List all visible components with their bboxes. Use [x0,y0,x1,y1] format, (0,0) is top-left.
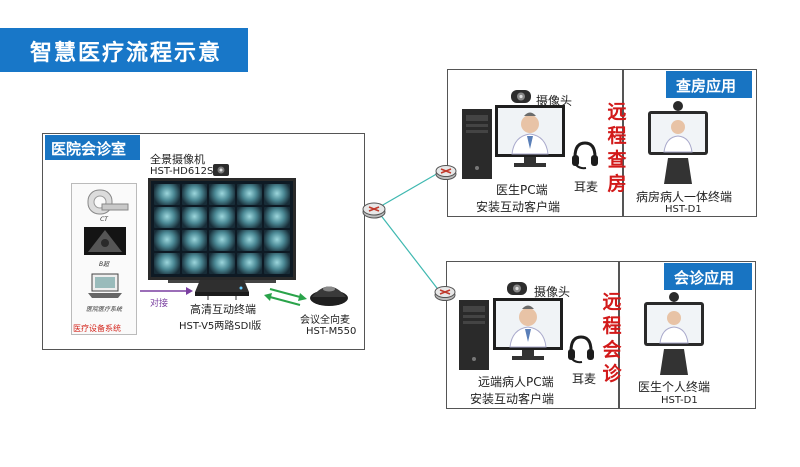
ward-terminal-model: HST-D1 [665,204,702,215]
panoramic-camera-model: HST-HD612S [150,166,214,177]
headset-icon [572,141,598,170]
ultrasound-label: B超 [98,261,110,268]
consultation-camera-label: 摄像头 [534,285,571,299]
ward-round-label: 查房应用 [666,71,752,98]
camera-icon [511,90,531,103]
camera-icon [507,282,527,295]
hospital-system-label: 医院医疗系统 [85,306,122,313]
ward-remote-text: 远程查房 [607,101,627,195]
laptop-icon [88,273,122,298]
computer-icon [462,109,492,179]
panoramic-camera-name: 全景摄像机 [150,153,205,166]
ct-label: CT [100,216,108,223]
router-icon [434,286,456,301]
microphone-name: 会议全向麦 [300,315,350,326]
ward-pc-name: 医生PC端 [496,183,548,197]
ct-scanner-icon [87,189,129,215]
link-to-consultation [375,208,441,293]
router-icon [435,165,457,180]
medical-equipment-panel: CT B超 医院医疗系统 [71,183,137,335]
hd-terminal-icon [195,280,249,296]
consultation-label: 会诊应用 [664,263,752,290]
link-to-ward-round [375,171,441,210]
computer-icon [459,300,489,370]
terminal-icon [648,101,708,184]
equipment-system-label: 医疗设备系统 [73,324,121,333]
router-icon [362,202,386,219]
ward-terminal-name: 病房病人一体终端 [636,190,733,204]
medical-image-grid [154,184,290,274]
consultation-pc-name: 远端病人PC端 [478,375,554,389]
doctor-icon [493,298,563,360]
consultation-remote-text: 远程会诊 [602,291,622,385]
hd-terminal-name: 高清互动终端 [190,303,256,316]
consultation-pc-client: 安装互动客户端 [470,392,555,406]
ward-round-divider [622,70,624,216]
title-bar: 智慧医疗流程示意 [0,28,248,72]
ward-remote-label: 远程查房 [606,100,630,196]
ward-camera-label: 摄像头 [536,94,573,108]
consultation-divider [618,262,620,408]
consultation-terminal-name: 医生个人终端 [638,380,711,394]
microphone-model: HST-M550 [306,326,357,337]
connect-label: 对接 [150,299,169,309]
terminal-icon [644,292,704,375]
consultation-headset-label: 耳麦 [572,372,597,386]
hd-terminal-model: HST-V5两路SDI版 [179,321,262,332]
headset-icon [568,335,594,364]
consultation-remote-label: 远程会诊 [601,290,625,386]
panoramic-camera-icon [213,164,229,176]
tv-icon [148,178,296,280]
doctor-icon [495,105,565,167]
ward-headset-label: 耳麦 [574,180,599,194]
ward-pc-client: 安装互动客户端 [476,200,561,214]
page-title: 智慧医疗流程示意 [30,41,223,66]
ultrasound-image-icon [84,227,126,255]
microphone-icon [310,286,348,306]
hospital-room-label: 医院会诊室 [45,135,140,160]
consultation-terminal-model: HST-D1 [661,395,698,406]
